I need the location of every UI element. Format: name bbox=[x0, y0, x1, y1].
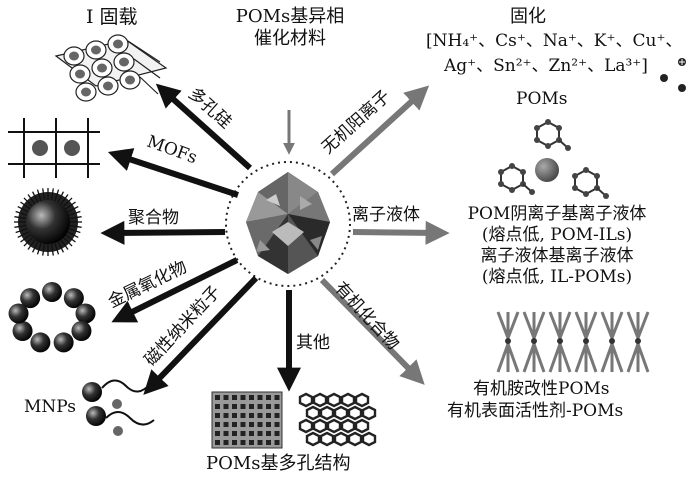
cation-dots-illustration bbox=[660, 58, 686, 92]
cations-line1: [NH₄⁺、Cs⁺、Na⁺、K⁺、Cu⁺、 bbox=[426, 31, 683, 51]
arrow-metal-oxide bbox=[111, 257, 239, 323]
arrow-label-polymer: 聚合物 bbox=[128, 208, 179, 228]
center-title-line1: POMs基异相 bbox=[235, 6, 345, 27]
mnps-illustration bbox=[82, 379, 155, 436]
organic-chains-illustration bbox=[496, 311, 650, 373]
center-title: POMs基异相 催化材料 bbox=[228, 6, 352, 49]
poms-label: POMs bbox=[516, 89, 568, 109]
arrow-organic bbox=[319, 277, 425, 385]
arrow-mofs bbox=[107, 148, 239, 198]
arrows bbox=[100, 83, 450, 395]
silica-tubes-illustration bbox=[54, 34, 168, 102]
ionic-liquid-line2: (熔点低, POM-ILs) bbox=[481, 224, 633, 245]
ionic-liquid-line1: POM阴离子基离子液体 bbox=[467, 204, 647, 224]
mnps-label: MNPs bbox=[24, 397, 76, 417]
solidification-label: 固化 bbox=[510, 6, 546, 27]
arrow-mesoporous-silica bbox=[155, 83, 253, 171]
organic-target-line1: 有机胺改性POMs bbox=[473, 379, 610, 399]
ionic-liquid-line4: (熔点低, IL-POMs) bbox=[481, 266, 633, 287]
metal-oxide-ring-illustration bbox=[8, 282, 96, 353]
polymer-sphere-illustration bbox=[14, 188, 82, 256]
center-title-line2: 催化材料 bbox=[254, 27, 326, 49]
organic-target: 有机胺改性POMs 有机表面活性剂-POMs bbox=[447, 379, 624, 421]
ionic-liquid-line3: 离子液体基离子液体 bbox=[480, 245, 634, 266]
arrow-magnetic-np bbox=[143, 275, 259, 395]
arrow-label-ionic-liquid: 离子液体 bbox=[352, 205, 420, 225]
porous-structure-illustration bbox=[211, 391, 377, 449]
pom-molecules-illustration bbox=[498, 119, 609, 199]
arrow-polymer bbox=[100, 220, 226, 245]
arrow-label-other: 其他 bbox=[296, 333, 330, 353]
cations-line2: Ag⁺、Sn²⁺、Zn²⁺、La³⁺] bbox=[444, 56, 648, 76]
ionic-liquid-target: POM阴离子基离子液体 (熔点低, POM-ILs) 离子液体基离子液体 (熔点… bbox=[446, 204, 668, 287]
arrow-inorganic-cation bbox=[329, 85, 430, 177]
immobilization-label: I 固载 bbox=[86, 6, 138, 28]
pom-cluster bbox=[225, 161, 351, 287]
porous-structure-label: POMs基多孔结构 bbox=[206, 453, 351, 474]
organic-target-line2: 有机表面活性剂-POMs bbox=[447, 400, 624, 421]
mof-grid-illustration bbox=[8, 118, 100, 178]
arrow-ionic-liquid bbox=[352, 220, 450, 245]
